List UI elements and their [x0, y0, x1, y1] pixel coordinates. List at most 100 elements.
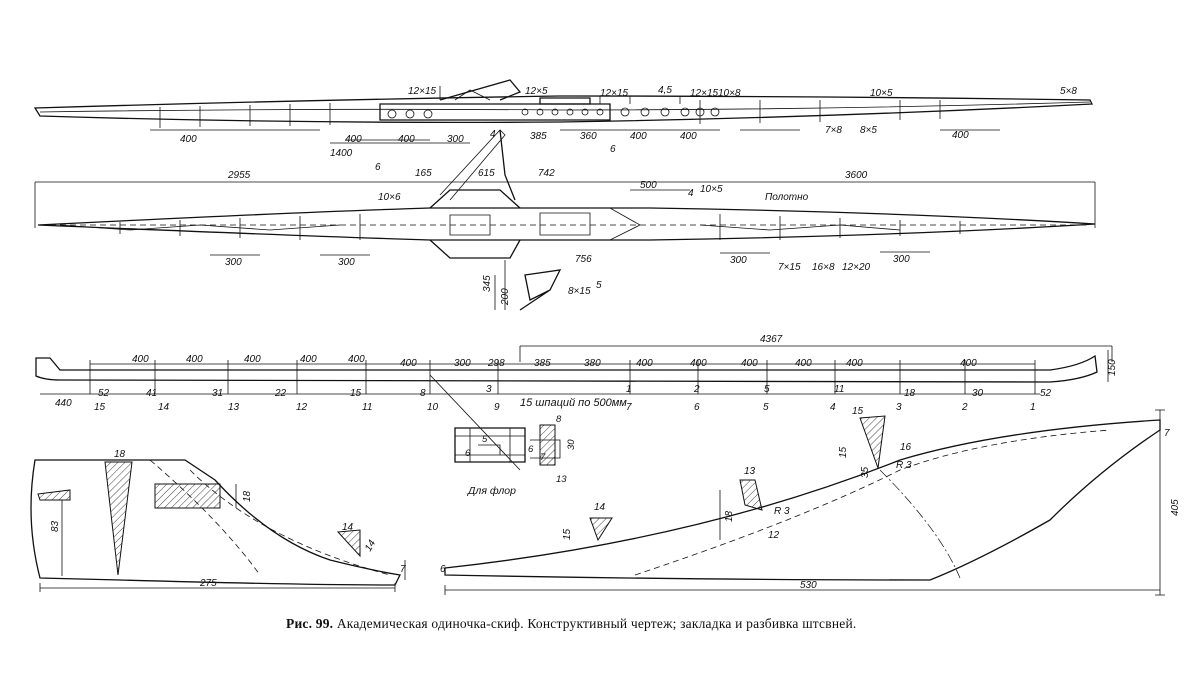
plan-label-8: 756	[575, 254, 592, 265]
frame-l-dim-6: 275	[199, 578, 217, 589]
station-bot-7: 9	[494, 402, 500, 413]
keel-sp-16: 400	[960, 358, 977, 369]
plan-dim-4: 742	[538, 168, 555, 179]
station-bot-6: 10	[427, 402, 439, 413]
side-label-17: 300	[447, 134, 464, 145]
plan-label-1: 10×6	[378, 192, 401, 203]
keel-sp-1: 400	[132, 354, 149, 365]
frame-l-dim-2: 18	[242, 490, 253, 502]
frame-l-dim-1: 18	[114, 449, 126, 460]
side-label-23: 400	[952, 130, 969, 141]
frame-r-dim-14: 7	[1164, 428, 1170, 439]
station-bot-13: 2	[961, 402, 968, 413]
frame-r-dim-4: 18	[724, 510, 735, 522]
keel-sp-5: 400	[348, 354, 365, 365]
plan-label-5: Полотно	[765, 192, 809, 203]
plan-label-3: 4	[688, 188, 694, 199]
floor-dim-2: 6	[465, 448, 471, 459]
side-view: 12×15 12×5 12×15 4,5 12×15 10×8 10×5 5×8…	[33, 79, 1094, 173]
keel-sp-4: 400	[300, 354, 317, 365]
station-top-12: 18	[904, 388, 916, 399]
station-bot-4: 12	[296, 402, 308, 413]
side-label-7: 10×5	[870, 88, 893, 99]
plan-label-13: 12×20	[842, 262, 871, 273]
station-bot-8: 7	[626, 402, 632, 413]
floor-dim-5: 13	[556, 474, 567, 485]
frame-r-dim-13: 405	[1170, 499, 1181, 516]
keel-sp-3: 400	[244, 354, 261, 365]
frame-l-dim-8: 6	[440, 564, 446, 575]
floor-dim-6: 7	[540, 452, 546, 463]
plan-dim-1: 2955	[227, 170, 251, 181]
plan-label-12: 16×8	[812, 262, 835, 273]
station-top-4: 22	[274, 388, 287, 399]
side-label-3: 12×15	[600, 88, 629, 99]
plan-label-15: 5	[596, 280, 602, 291]
keel-left-dim: 440	[55, 398, 72, 409]
plan-label-9: 300	[730, 255, 747, 266]
side-label-22: 8×5	[860, 125, 877, 136]
station-top-3: 31	[212, 388, 223, 399]
plan-label-16: 345	[482, 275, 493, 292]
plan-label-6: 300	[225, 257, 242, 268]
frame-r-dim-6: 12	[768, 530, 780, 541]
station-top-11: 11	[834, 384, 844, 395]
station-top-9: 2	[693, 384, 700, 395]
side-label-21: 7×8	[825, 125, 842, 136]
keel-sp-11: 400	[636, 358, 653, 369]
caption-text: Академическая одиночка-скиф. Конструктив…	[336, 616, 857, 631]
plan-dim-5: 3600	[845, 170, 868, 181]
keel-sp-2: 400	[186, 354, 203, 365]
keel-end-height: 150	[1107, 359, 1118, 376]
frame-r-dim-3: 13	[744, 466, 756, 477]
keel-sp-10: 380	[584, 358, 601, 369]
keel-sp-7: 300	[454, 358, 471, 369]
frame-l-dim-7: 7	[400, 564, 406, 575]
station-bot-5: 11	[362, 402, 372, 413]
keel-stations-bottom: 15 14 13 12 11 10 9 7 6 5 4 3 2 1	[94, 402, 1036, 413]
floor-dim-1: 5	[482, 434, 488, 445]
side-label-13: 400	[398, 134, 415, 145]
station-bot-3: 13	[228, 402, 240, 413]
keel-sp-13: 400	[741, 358, 758, 369]
station-top-2: 41	[146, 388, 157, 399]
side-label-15: 400	[680, 131, 697, 142]
plan-label-17: 200	[500, 288, 511, 306]
plan-label-2: 500	[640, 180, 657, 191]
plan-dim-3: 615	[478, 168, 495, 179]
station-top-7: 3	[486, 384, 492, 395]
keel-sp-8: 298	[487, 358, 505, 369]
frame-l-dim-5: 14	[363, 538, 378, 554]
station-top-1: 52	[98, 388, 110, 399]
station-bot-12: 3	[896, 402, 902, 413]
side-label-19: 6	[375, 162, 381, 173]
frame-l-dim-4: 14	[342, 522, 354, 533]
keel-total: 4367	[760, 334, 783, 345]
station-bot-2: 14	[158, 402, 170, 413]
frame-r-dim-5: R 3	[774, 506, 790, 517]
keel-sp-15: 400	[846, 358, 863, 369]
frame-r-dim-10: 35	[860, 466, 871, 478]
side-label-14: 400	[630, 131, 647, 142]
frame-r-dim-12: 530	[800, 580, 817, 591]
plan-label-14: 8×15	[568, 286, 591, 297]
frame-r-dim-1: 14	[594, 502, 606, 513]
station-bot-9: 6	[694, 402, 700, 413]
keel-sp-12: 400	[690, 358, 707, 369]
plan-view: 2955 165 615 742 3600 10×6 500 4 10×5 По…	[34, 129, 1096, 311]
side-label-11: 400	[180, 134, 197, 145]
side-label-4: 4,5	[658, 85, 672, 96]
plan-label-4: 10×5	[700, 184, 723, 195]
frame-right: 14 15 13 18 R 3 12 15 16 15 35 R 3 530 4…	[444, 406, 1181, 596]
frame-left: 18 18 83 14 14 275 7 6	[30, 449, 446, 592]
side-label-1: 12×15	[408, 86, 437, 97]
side-label-18: 4	[490, 129, 496, 140]
side-label-20: 6	[610, 144, 616, 155]
plan-dim-2: 165	[415, 168, 432, 179]
frame-r-dim-9: 15	[852, 406, 864, 417]
floor-dim-7: 6	[528, 444, 534, 455]
plan-label-11: 7×15	[778, 262, 801, 273]
frame-r-dim-11: R 3	[896, 460, 912, 471]
